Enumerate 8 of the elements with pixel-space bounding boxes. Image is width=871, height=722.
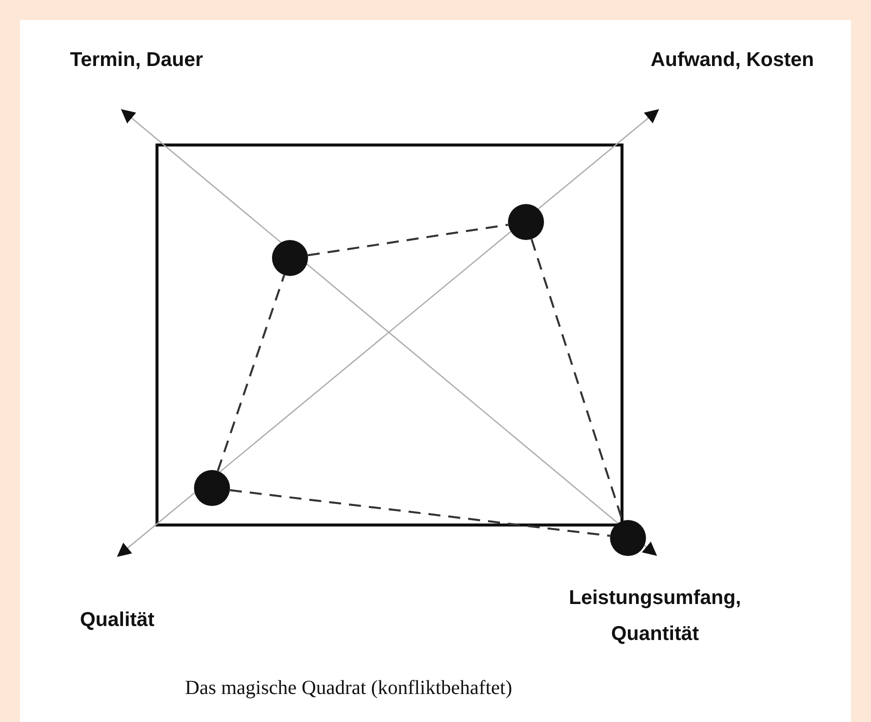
axis-label: Leistungsumfang, Quantität [568,586,742,647]
axis-label: Aufwand, Kosten [650,48,814,73]
axis-label: Termin, Dauer [70,48,204,73]
dashed-connector [216,274,286,472]
dashed-connector [308,224,508,256]
axis-label: Qualität [80,608,156,633]
dashed-connector [230,489,610,537]
caption: Das magische Quadrat (konfliktbehaftet) [185,677,512,700]
